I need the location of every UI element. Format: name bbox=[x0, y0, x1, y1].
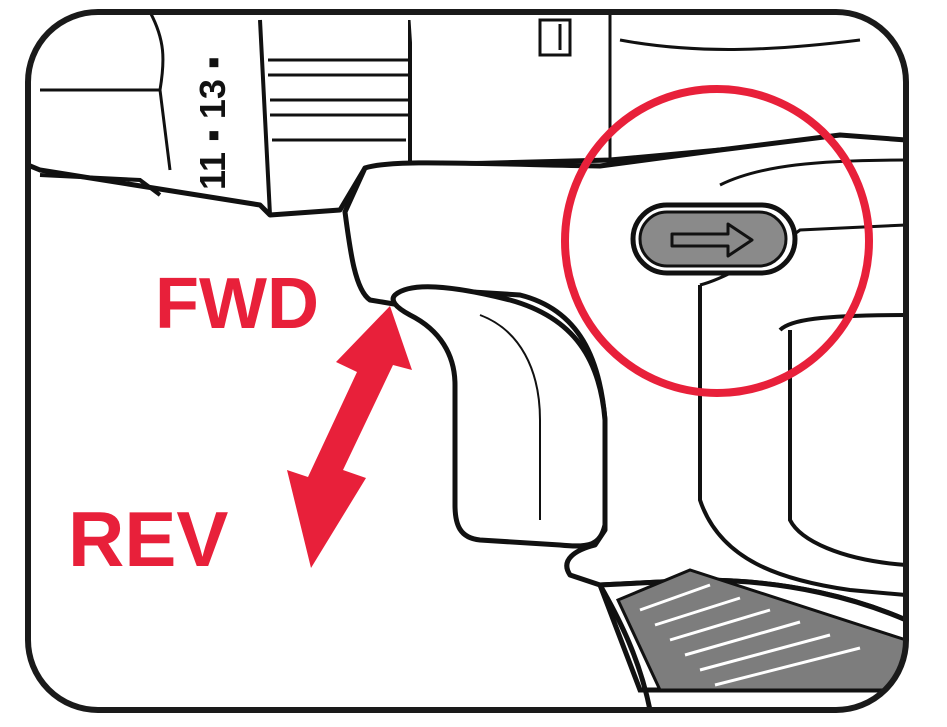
drill-collar-rim bbox=[39, 19, 412, 216]
fwd-label: FWD bbox=[155, 264, 319, 344]
arrow-right-icon bbox=[670, 222, 754, 258]
frame-border bbox=[25, 9, 909, 713]
clutch-number-label: 11 ▪ 13 ▪ bbox=[192, 56, 233, 190]
drill-collar-lines bbox=[40, 12, 172, 171]
direction-switch bbox=[630, 202, 798, 276]
double-arrow-icon bbox=[287, 306, 412, 568]
battery-rib-lines bbox=[639, 583, 861, 687]
drill-trigger bbox=[390, 284, 608, 549]
collar-ribs bbox=[268, 58, 410, 142]
lower-body-curve bbox=[597, 583, 653, 710]
rev-label: REV bbox=[68, 495, 228, 583]
highlight-circle bbox=[561, 85, 873, 397]
housing-right-panel bbox=[698, 285, 906, 597]
drill-illustration: 11 ▪ 13 ▪ bbox=[28, 12, 906, 710]
trigger-inner-line bbox=[479, 314, 541, 520]
housing-detail bbox=[538, 18, 572, 57]
battery-ribs bbox=[615, 568, 906, 692]
